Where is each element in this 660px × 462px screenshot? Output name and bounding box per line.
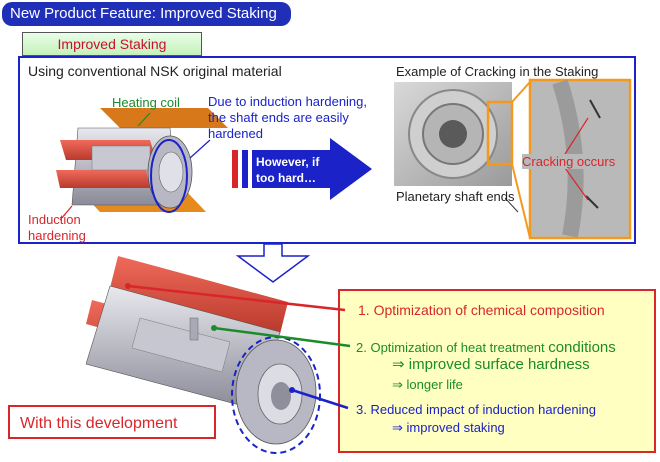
item-2-word: conditions (548, 339, 616, 356)
however-arrow (232, 138, 372, 200)
connector-lines (125, 283, 351, 410)
item-2-sub1: ⇒ improved surface hardness (392, 356, 590, 373)
page-title: New Product Feature: Improved Staking (2, 2, 291, 26)
conventional-caption: Using conventional NSK original material (28, 63, 282, 79)
example-title: Example of Cracking in the Staking (396, 64, 599, 79)
induction-label-line2: hardening (28, 228, 86, 243)
heating-coil-pointer (137, 112, 151, 127)
planetary-pointer (504, 197, 519, 213)
crack-pointer-lower (564, 167, 589, 201)
item-3: 3. Reduced impact of induction hardening (356, 402, 596, 417)
heating-coil-label: Heating coil (112, 95, 180, 110)
cracking-label: Cracking occurs (522, 154, 616, 169)
induction-label-line1: Induction (28, 212, 81, 227)
arrow-text-line1: However, if (256, 155, 320, 169)
shaft-illustration-top (56, 108, 228, 213)
item-2: 2. Optimization of heat treatment condit… (356, 340, 616, 355)
note-pointer (189, 139, 211, 159)
induction-pointer (59, 205, 73, 221)
note-line2: the shaft ends are easily (208, 110, 349, 125)
section-title: Improved Staking (22, 32, 202, 56)
item-2-prefix: 2. Optimization of heat treatment (356, 340, 549, 355)
note-line3: hardened (208, 126, 263, 141)
item-3-sub: ⇒ improved staking (392, 420, 505, 435)
item-2-sub2: ⇒ longer life (392, 377, 463, 392)
planetary-label: Planetary shaft ends (396, 189, 515, 204)
improvements-box (338, 289, 656, 453)
item-1: 1. Optimization of chemical composition (358, 302, 605, 318)
note-line1: Due to induction hardening, (208, 94, 368, 109)
down-arrow (235, 243, 311, 283)
arrow-text-line2: too hard… (256, 171, 316, 185)
staking-photo (394, 81, 531, 239)
development-box: With this development (8, 405, 216, 439)
crack-pointer-upper (564, 117, 589, 155)
